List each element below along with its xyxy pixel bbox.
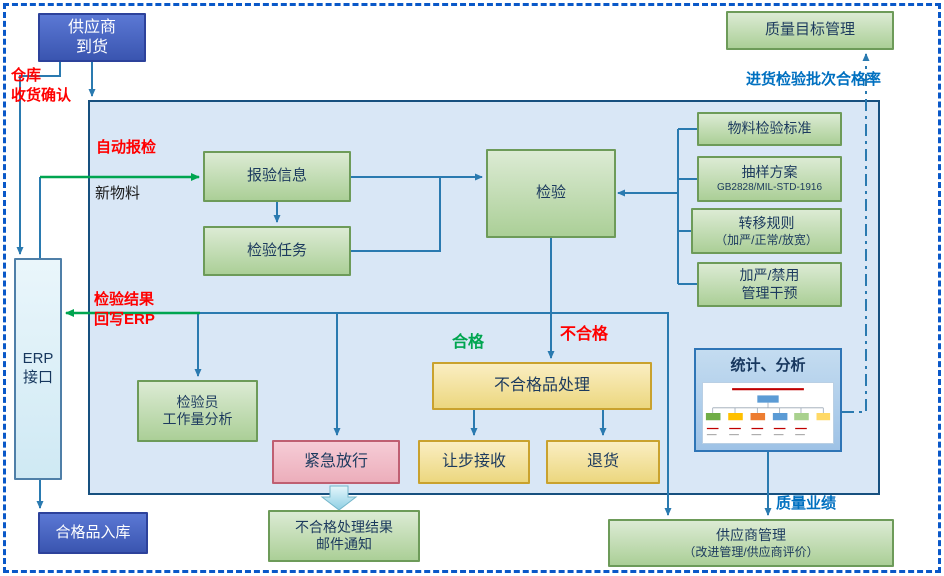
quality-performance-label: 质量业绩 [776,495,837,512]
inspect-task-box: 检验任务 [203,226,351,276]
sampling-plan-standard: GB2828/MIL-STD-1916 [716,181,823,193]
transfer-rule-box: 转移规则 （加严/正常/放宽） [691,208,842,254]
statistics-chart-thumbnail [702,382,834,444]
inspection-box: 检验 [486,149,616,238]
statistics-analysis-title: 统计、分析 [730,356,806,374]
supplier-management-title: 供应商管理 [716,527,786,544]
return-goods-box: 退货 [546,440,660,484]
concession-accept-box: 让步接收 [418,440,530,484]
nonconforming-handling-box: 不合格品处理 [432,362,652,410]
quality-target-box: 质量目标管理 [726,11,894,50]
supplier-management-detail: （改进管理/供应商评价） [683,544,819,559]
management-intervention-box: 加严/禁用 管理干预 [697,262,842,307]
erp-interface-box: ERP 接口 [14,258,62,480]
supplier-arrival-box: 供应商 到货 [38,13,146,62]
transfer-rule-detail: （加严/正常/放宽） [715,232,818,247]
email-notice-box: 不合格处理结果 邮件通知 [268,510,420,562]
warehouse-confirm-label: 仓库 收货确认 [11,67,72,105]
statistics-analysis-box: 统计、分析 [694,348,842,452]
qualified-storage-box: 合格品入库 [38,512,148,554]
report-info-box: 报验信息 [203,151,351,202]
sampling-plan-title: 抽样方案 [741,164,798,181]
incoming-pass-rate-label: 进货检验批次合格率 [746,71,882,88]
sampling-plan-box: 抽样方案 GB2828/MIL-STD-1916 [697,156,842,202]
result-writeback-label: 检验结果 回写ERP [94,291,155,329]
inspector-workload-box: 检验员 工作量分析 [137,380,258,442]
qualified-label: 合格 [452,334,485,351]
new-material-label: 新物料 [95,185,141,202]
emergency-release-box: 紧急放行 [272,440,400,484]
material-standard-box: 物料检验标准 [697,112,842,146]
supplier-management-box: 供应商管理 （改进管理/供应商评价） [608,519,894,567]
transfer-rule-title: 转移规则 [738,215,795,232]
auto-report-label: 自动报检 [96,139,157,156]
unqualified-label: 不合格 [560,326,609,343]
